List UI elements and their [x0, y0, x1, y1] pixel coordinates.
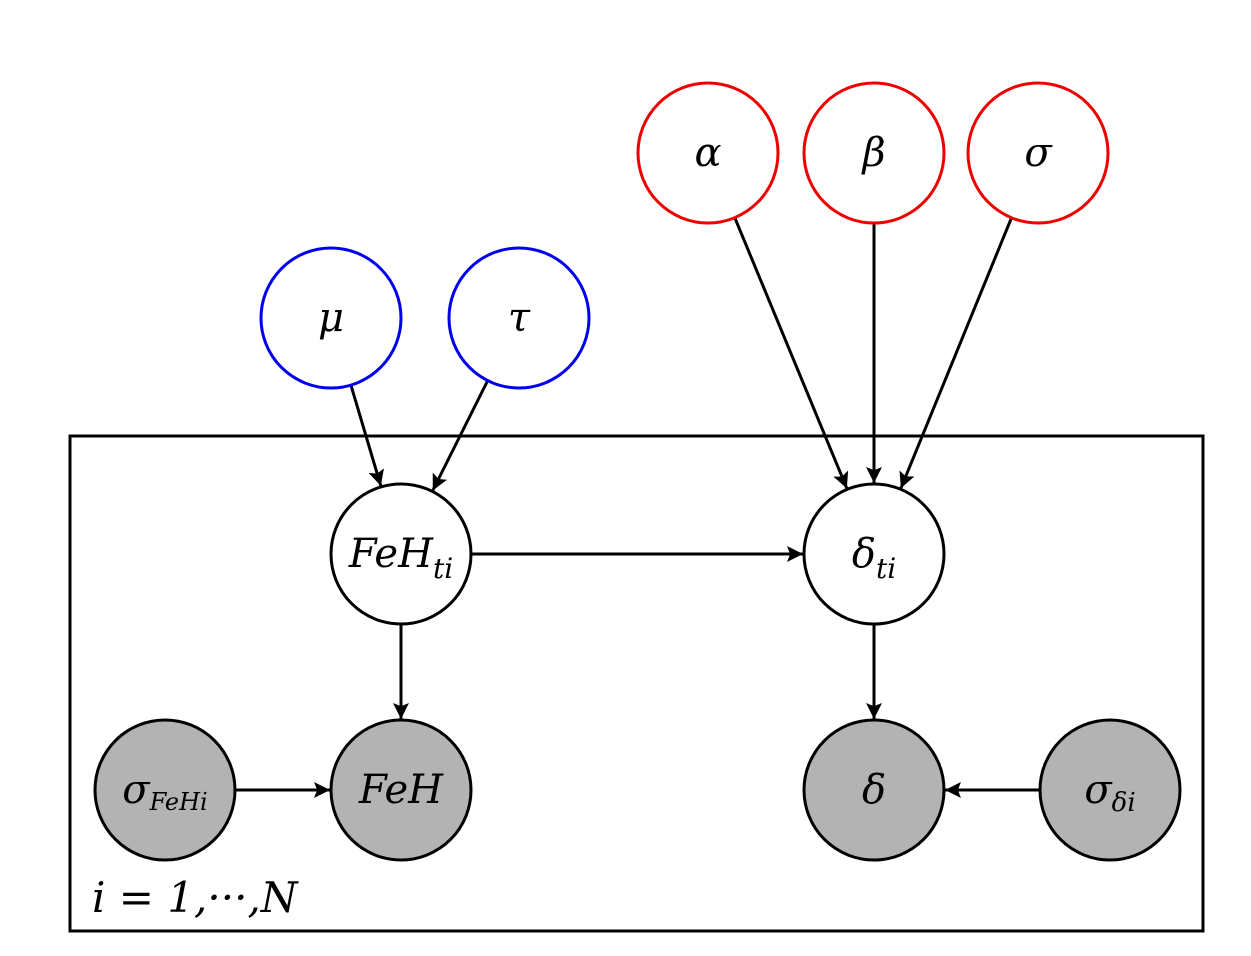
edges-layer — [235, 217, 1040, 798]
node-mu: μ — [259, 246, 403, 390]
node-feh-true: FeHti — [329, 482, 473, 626]
node-beta: β — [802, 81, 946, 225]
node-sigma-delta: σδi — [1038, 718, 1182, 862]
svg-text:δti: δti — [852, 531, 896, 585]
node-sigma: σ — [966, 81, 1110, 225]
edge-sigma-to-delta_true — [899, 217, 1013, 489]
node-alpha: α — [636, 81, 780, 225]
node-tau: τ — [447, 246, 591, 390]
node-delta-true: δti — [802, 482, 946, 626]
svg-text:σFeHi: σFeHi — [122, 767, 207, 816]
node-feh-obs: FeH — [329, 718, 473, 862]
svg-text:τ: τ — [508, 295, 531, 341]
svg-text:FeHti: FeHti — [348, 531, 453, 585]
node-sigma-feh: σFeHi — [93, 718, 237, 862]
edge-alpha-to-delta_true — [733, 217, 849, 489]
svg-text:δ: δ — [862, 767, 886, 813]
svg-text:FeH: FeH — [358, 767, 444, 813]
svg-text:σδi: σδi — [1084, 767, 1135, 818]
plate-box — [68, 434, 1205, 933]
edge-tau-to-feh_true — [431, 379, 490, 492]
svg-text:β: β — [860, 130, 885, 176]
svg-text:μ: μ — [318, 295, 344, 341]
plate-label: i = 1,···,N — [92, 873, 299, 922]
node-delta-obs: δ — [802, 718, 946, 862]
svg-text:α: α — [694, 130, 721, 176]
edge-mu-to-feh_true — [349, 384, 384, 487]
svg-text:σ: σ — [1024, 130, 1053, 176]
